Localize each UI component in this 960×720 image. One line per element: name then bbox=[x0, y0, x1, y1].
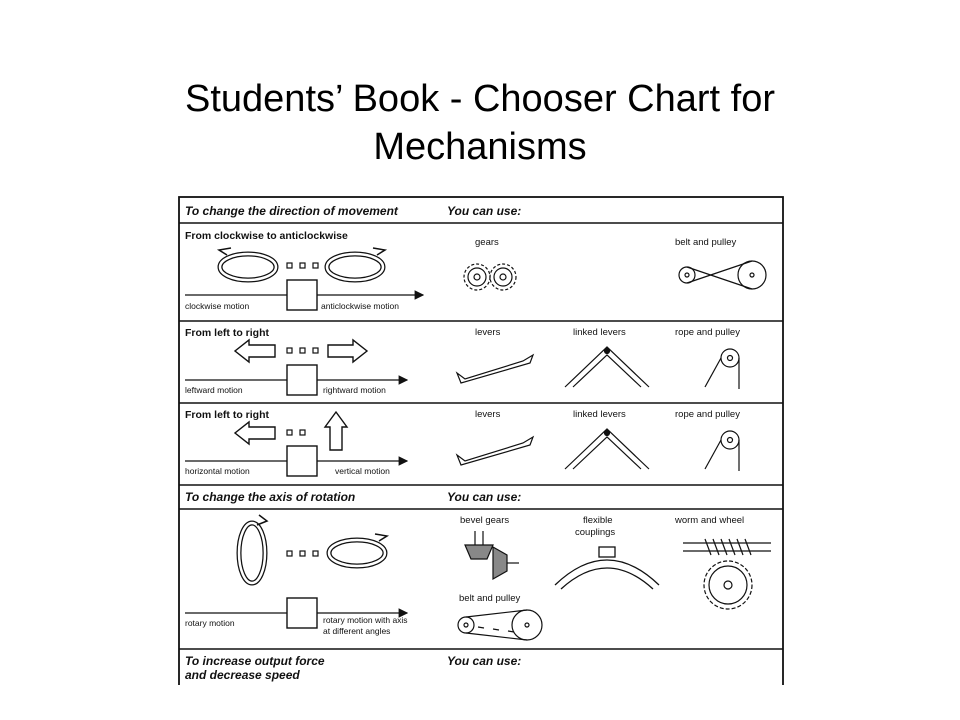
clockwise-arrow-icon bbox=[216, 247, 279, 283]
row-2-right-label: rightward motion bbox=[323, 385, 386, 395]
mechanism-box bbox=[286, 279, 318, 311]
bevel-gears-icon bbox=[464, 531, 519, 581]
mechanism-box bbox=[286, 445, 318, 477]
rope-pulley-icon bbox=[704, 430, 740, 471]
vertical-rotation-arrow-icon bbox=[236, 514, 269, 586]
belt-pulley-icon bbox=[457, 609, 543, 641]
row-3-left-label: horizontal motion bbox=[185, 466, 250, 476]
anticlockwise-arrow-icon bbox=[324, 247, 388, 283]
row-4-left-label: rotary motion bbox=[185, 618, 235, 628]
lever-icon bbox=[455, 353, 535, 384]
option-flexible-couplings-label-2: couplings bbox=[575, 527, 615, 538]
section-1-use: You can use: bbox=[447, 204, 521, 218]
section-2-use: You can use: bbox=[447, 490, 521, 504]
row-horizontal-to-vertical: From left to right horizontal motion ver… bbox=[185, 409, 740, 477]
option-gears-label: gears bbox=[475, 237, 499, 248]
linked-levers-icon bbox=[564, 428, 650, 470]
option-belt-pulley-label: belt and pulley bbox=[675, 237, 737, 248]
left-arrow-icon bbox=[233, 420, 276, 446]
chooser-chart-drawing: To change the direction of movement You … bbox=[178, 196, 784, 685]
section-3-use: You can use: bbox=[447, 654, 521, 668]
row-1-left-label: clockwise motion bbox=[185, 301, 250, 311]
option-linked-levers-label: linked levers bbox=[573, 327, 626, 338]
horizontal-rotation-arrow-icon bbox=[326, 533, 390, 569]
slide-title-line-2: Mechanisms bbox=[373, 126, 587, 168]
lever-icon bbox=[455, 435, 535, 466]
option-flexible-couplings-label-1: flexible bbox=[583, 515, 613, 526]
gears-icon bbox=[463, 263, 517, 291]
rope-pulley-icon bbox=[704, 348, 740, 389]
section-2-header: To change the axis of rotation bbox=[185, 490, 355, 504]
section-3-header-1: To increase output force bbox=[185, 654, 325, 668]
left-arrow-icon bbox=[233, 338, 276, 364]
row-1-right-label: anticlockwise motion bbox=[321, 301, 399, 311]
flexible-coupling-icon bbox=[554, 546, 660, 590]
chooser-chart: To change the direction of movement You … bbox=[175, 195, 785, 685]
mechanism-box bbox=[286, 364, 318, 396]
row-clockwise: From clockwise to anticlockwise clockwis… bbox=[185, 230, 767, 311]
option-bevel-gears-label: bevel gears bbox=[460, 515, 509, 526]
row-3-right-label: vertical motion bbox=[335, 466, 390, 476]
option-worm-wheel-label: worm and wheel bbox=[674, 515, 744, 526]
chart-frame bbox=[178, 196, 784, 685]
belt-pulley-icon bbox=[678, 260, 767, 290]
linked-levers-icon bbox=[564, 346, 650, 388]
mechanism-box bbox=[286, 597, 318, 629]
row-2-heading: From left to right bbox=[185, 327, 269, 339]
row-axis-of-rotation: rotary motion rotary motion with axis at… bbox=[185, 514, 771, 641]
row-left-to-right: From left to right leftward motion right… bbox=[185, 327, 740, 396]
option-rope-pulley-label: rope and pulley bbox=[675, 409, 740, 420]
option-levers-label: levers bbox=[475, 327, 501, 338]
option-rope-pulley-label: rope and pulley bbox=[675, 327, 740, 338]
slide-title-line-1: Students’ Book - Chooser Chart for bbox=[185, 78, 775, 120]
row-4-right-label-2: at different angles bbox=[323, 626, 390, 636]
row-1-heading: From clockwise to anticlockwise bbox=[185, 230, 348, 242]
section-3-header-2: and decrease speed bbox=[185, 668, 300, 682]
section-1-header: To change the direction of movement bbox=[185, 204, 399, 218]
option-belt-pulley-label-2: belt and pulley bbox=[459, 593, 521, 604]
slide-title: Students’ Book - Chooser Chart for Mecha… bbox=[100, 75, 860, 171]
up-arrow-icon bbox=[323, 410, 349, 451]
row-2-left-label: leftward motion bbox=[185, 385, 243, 395]
row-4-right-label-1: rotary motion with axis bbox=[323, 615, 408, 625]
right-arrow-icon bbox=[327, 338, 369, 364]
worm-wheel-icon bbox=[683, 538, 771, 610]
row-3-heading: From left to right bbox=[185, 409, 269, 421]
option-levers-label: levers bbox=[475, 409, 501, 420]
option-linked-levers-label: linked levers bbox=[573, 409, 626, 420]
